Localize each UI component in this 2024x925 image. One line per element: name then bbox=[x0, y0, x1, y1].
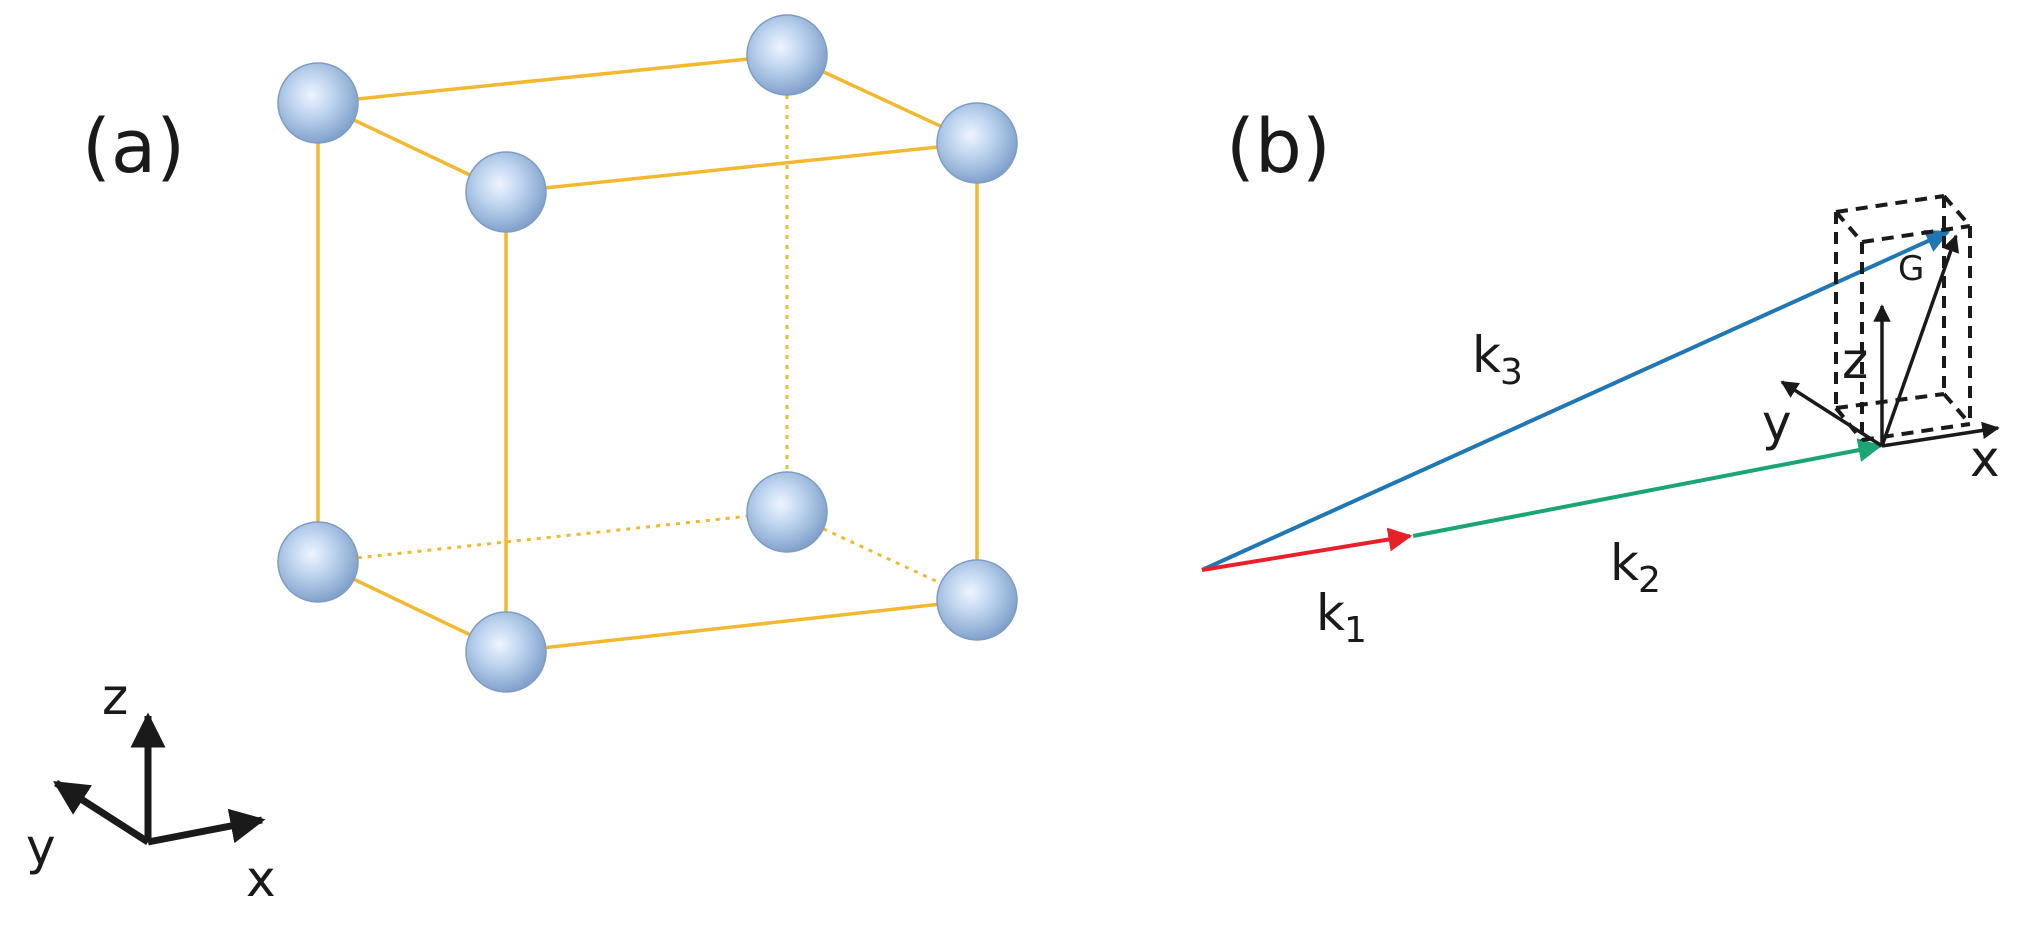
box-edge bbox=[1861, 224, 1971, 244]
atom bbox=[277, 521, 359, 603]
local-x-label: x bbox=[1970, 430, 2000, 488]
x-axis-arrow bbox=[147, 808, 266, 846]
k3-vector bbox=[1201, 229, 1951, 572]
local-axes-b bbox=[1780, 234, 2000, 448]
unit-cell-edges bbox=[316, 53, 979, 654]
svg-text:3: 3 bbox=[1500, 352, 1523, 393]
atoms bbox=[277, 14, 1018, 693]
y-axis-arrow bbox=[53, 780, 150, 845]
local-y-label: y bbox=[1762, 394, 1792, 452]
edge-top-front bbox=[505, 141, 978, 194]
box-edge bbox=[1834, 210, 1864, 244]
k2-vector bbox=[1412, 438, 1883, 538]
k1-label: k 1 bbox=[1316, 584, 1367, 651]
edge-top-back bbox=[317, 53, 788, 105]
box-edge bbox=[1942, 392, 1972, 426]
svg-text:k: k bbox=[1472, 326, 1501, 384]
unit-cell-hidden-edges bbox=[317, 55, 978, 602]
local-y-arrow bbox=[1780, 380, 1883, 448]
atom bbox=[936, 102, 1018, 184]
k3-label: k 3 bbox=[1472, 326, 1523, 393]
y-axis-label: y bbox=[26, 818, 56, 876]
g-vector-label: G bbox=[1898, 249, 1924, 289]
box-edge bbox=[1835, 194, 1945, 214]
k1-vector bbox=[1201, 527, 1413, 572]
x-axis-label: x bbox=[246, 850, 276, 908]
panel-a-label: (a) bbox=[82, 104, 185, 190]
atom bbox=[746, 471, 828, 553]
local-z-label: z bbox=[1842, 332, 1868, 390]
axes-triad-a bbox=[53, 712, 266, 846]
atom bbox=[465, 611, 547, 693]
edge-bottom-front bbox=[505, 598, 978, 654]
atom bbox=[936, 559, 1018, 641]
reciprocal-box bbox=[1834, 194, 1972, 442]
local-x-arrow bbox=[1881, 421, 2000, 448]
box-edge bbox=[1861, 422, 1971, 442]
panel-b-label: (b) bbox=[1226, 104, 1331, 190]
panel-b: (b) k 3 k 1 k 2 bbox=[1201, 104, 2000, 651]
hidden-edge-bottom-back-left bbox=[317, 510, 788, 564]
g-vector bbox=[1880, 234, 1960, 447]
box-edge bbox=[1942, 194, 1972, 228]
atom bbox=[746, 14, 828, 96]
k2-label: k 2 bbox=[1610, 534, 1661, 601]
svg-text:1: 1 bbox=[1344, 610, 1367, 651]
panel-a: (a) bbox=[26, 14, 1018, 908]
svg-text:2: 2 bbox=[1638, 560, 1661, 601]
box-edge bbox=[1835, 392, 1945, 410]
atom bbox=[277, 62, 359, 144]
svg-text:k: k bbox=[1610, 534, 1639, 592]
atom bbox=[465, 151, 547, 233]
z-axis-label: z bbox=[102, 668, 128, 726]
svg-text:k: k bbox=[1316, 584, 1345, 642]
